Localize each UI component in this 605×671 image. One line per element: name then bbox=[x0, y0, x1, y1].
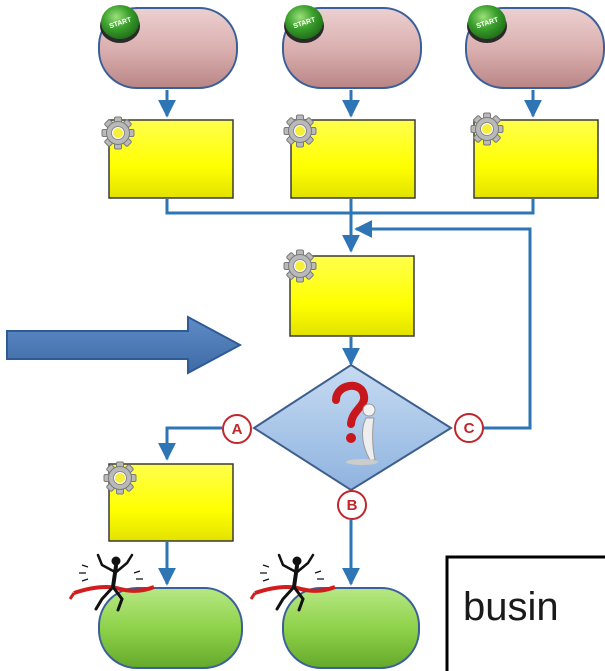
cropped-text-box bbox=[445, 555, 605, 671]
gear-icon bbox=[101, 116, 135, 150]
end-terminal-2 bbox=[282, 587, 420, 669]
gear-icon bbox=[470, 112, 504, 146]
start-button-icon: START bbox=[467, 5, 507, 43]
branch-label-c: C bbox=[464, 420, 475, 437]
connector-loop-c bbox=[354, 220, 532, 430]
branch-badge-c: C bbox=[454, 413, 484, 443]
connectors bbox=[158, 90, 542, 586]
connector-branch-a bbox=[158, 426, 222, 461]
start-button-icon: START bbox=[100, 5, 140, 43]
gear-icon bbox=[283, 249, 317, 283]
branch-label-b: B bbox=[347, 497, 358, 514]
cropped-text-label: busin bbox=[463, 585, 559, 629]
branch-badge-b: B bbox=[337, 490, 367, 520]
start-button-icon: START bbox=[284, 5, 324, 43]
big-arrow-shape bbox=[6, 315, 243, 375]
end-terminal-1 bbox=[98, 587, 243, 669]
process-box-1 bbox=[108, 119, 234, 199]
branch-badge-a: A bbox=[222, 414, 252, 444]
question-figure-icon bbox=[332, 382, 378, 465]
gear-icon bbox=[283, 114, 317, 148]
branch-label-a: A bbox=[232, 421, 243, 438]
gear-icon bbox=[103, 461, 137, 495]
